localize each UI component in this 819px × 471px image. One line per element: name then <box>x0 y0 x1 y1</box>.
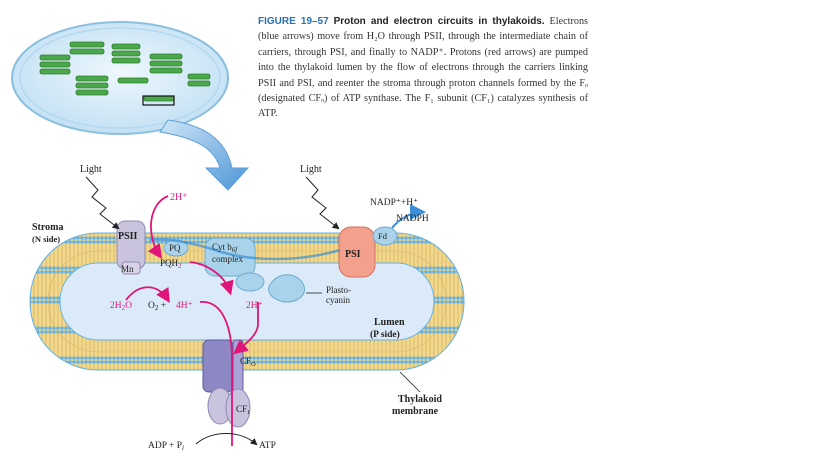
cyt-b6f-complex <box>204 237 265 292</box>
figure-caption: FIGURE 19–57 Proton and electron circuit… <box>258 14 588 122</box>
caption-body: Electrons (blue arrows) move from H₂O th… <box>258 16 589 120</box>
h4-label: 4H⁺ <box>176 301 193 311</box>
proton-arrow-water <box>125 286 170 304</box>
atp-label: ATP <box>259 441 276 451</box>
psii-complex <box>116 220 146 275</box>
proton-arrow-top <box>147 195 169 259</box>
h-top-label: 2H⁺ <box>170 192 188 203</box>
nadp-label: NADP⁺+H⁺ <box>370 198 418 208</box>
o2-label: O2 + <box>148 301 166 312</box>
stroma-side-label: (N side) <box>32 234 60 244</box>
cyt-complex-label: complex <box>212 254 243 264</box>
cyt-b6f-label: Cyt b6f <box>212 242 238 254</box>
adp-label: ADP + Pi <box>148 441 184 452</box>
plastocyanin-carrier <box>268 274 306 303</box>
mn-label: Mn <box>121 264 134 274</box>
fd-label: Fd <box>378 231 388 241</box>
lumen-side-label: (P side) <box>370 329 400 340</box>
proton-arrow-lumen <box>233 302 259 355</box>
membrane-leader <box>399 371 421 393</box>
pqh2-label: PQH2 <box>160 258 182 270</box>
proton-arrow-cfo <box>199 301 233 446</box>
electron-flow-arrow <box>149 238 341 261</box>
light-arrow-left <box>85 176 120 230</box>
figure-label: FIGURE 19–57 <box>258 16 329 27</box>
stroma-label: Stroma <box>32 222 63 233</box>
plastocyanin-label-1: Plasto- <box>326 285 351 295</box>
cfo-label: CFO <box>240 356 256 368</box>
thylakoid-label-1: Thylakoid <box>398 394 442 405</box>
psi-label: PSI <box>345 249 361 260</box>
light-label-left: Light <box>80 164 102 175</box>
nadp-arrow <box>391 204 426 229</box>
plastocyanin-label-2: cyanin <box>326 295 350 305</box>
atp-synthesis-arrow <box>195 433 258 446</box>
h-lumen-label: 2H⁺ <box>246 301 263 311</box>
light-arrow-right <box>305 176 340 230</box>
psi-complex <box>338 226 376 278</box>
pq-label: PQ <box>169 243 181 253</box>
lumen-label: Lumen <box>374 317 405 328</box>
zoom-arrow-icon <box>159 119 250 191</box>
figure-title: Proton and electron circuits in thylakoi… <box>333 16 545 27</box>
water-label: 2H2O <box>110 301 132 312</box>
light-label-right: Light <box>300 164 322 175</box>
proton-arrow-pqh2 <box>189 261 234 296</box>
cf1-label: CF1 <box>236 404 250 416</box>
nadph-label: NADPH <box>396 214 429 224</box>
psii-label: PSII <box>118 231 138 242</box>
fd-carrier <box>372 226 398 246</box>
chloroplast-icon <box>11 21 229 135</box>
thylakoid-label-2: membrane <box>392 406 439 417</box>
